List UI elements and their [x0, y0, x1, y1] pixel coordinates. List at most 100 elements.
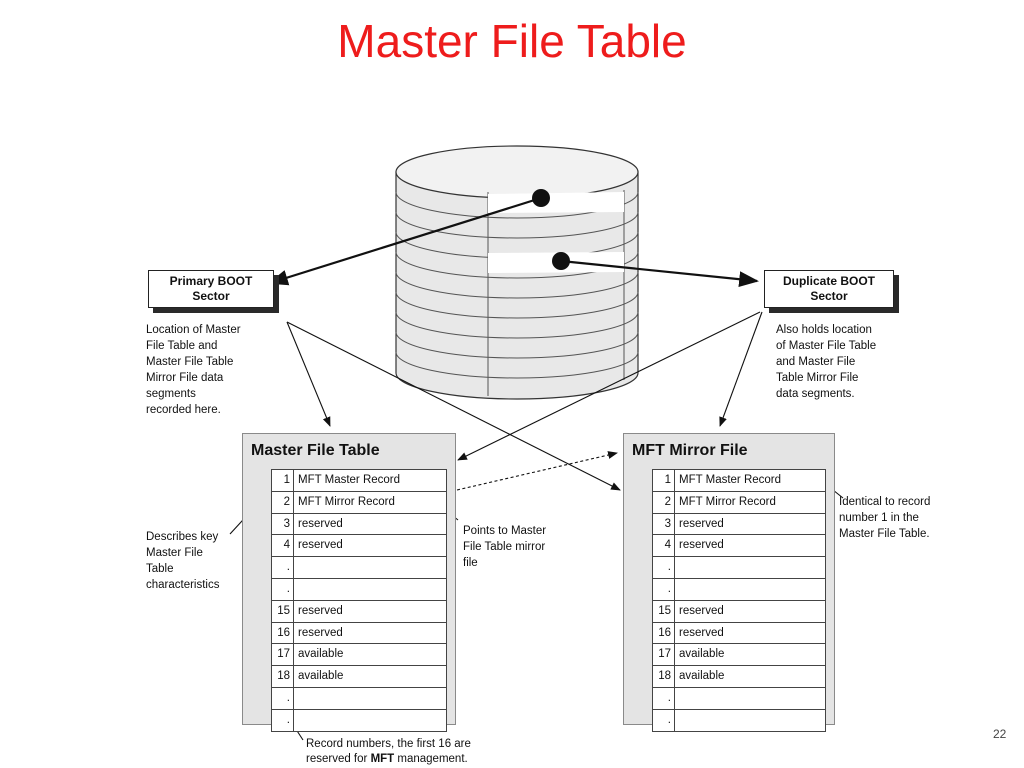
record-number: 1 [653, 470, 675, 491]
record-number: 2 [653, 491, 675, 513]
note-line: characteristics [146, 579, 220, 591]
record-number: . [653, 578, 675, 600]
record-label [675, 578, 826, 600]
record-number: . [272, 687, 294, 709]
record-number: . [272, 557, 294, 578]
mft-bold-text: MFT [370, 753, 395, 765]
note-line: File Table and [146, 340, 218, 352]
record-number: . [272, 709, 294, 731]
duplicate-boot-dot [552, 252, 570, 270]
record-label: available [675, 644, 826, 666]
record-label: MFT Mirror Record [294, 491, 447, 513]
table-row: . [272, 687, 447, 710]
record-label: reserved [675, 513, 826, 535]
record-number: 15 [272, 600, 294, 622]
record-number: 1 [272, 470, 294, 491]
record-label: available [294, 644, 447, 666]
record-number: 4 [272, 535, 294, 557]
table-row: . [272, 709, 447, 732]
record-label: reserved [294, 622, 447, 644]
note-line: segments [146, 388, 196, 400]
record-number: 18 [272, 666, 294, 687]
master-file-table-title: Master File Table [251, 442, 380, 459]
record-label: available [675, 666, 826, 687]
record-number: 4 [653, 535, 675, 557]
note-line: File Table mirror [463, 541, 546, 553]
note-line: number 1 in the [839, 512, 919, 524]
record-number: . [272, 578, 294, 600]
primary-boot-line-2: Sector [192, 289, 230, 303]
note-line: Location of Master [146, 324, 241, 336]
record-number: 2 [272, 491, 294, 513]
table-row: . [653, 578, 826, 601]
record-label [675, 687, 826, 709]
note-line: Master File Table. [839, 528, 930, 540]
duplicate-boot-line-2: Sector [810, 289, 848, 303]
record-number: 17 [272, 644, 294, 666]
note-line: Table Mirror File [776, 372, 859, 384]
disk-cylinder-icon [395, 145, 639, 400]
note-line: Describes key [146, 531, 219, 543]
boot-pointer-lines [268, 196, 759, 288]
mft-mirror-file-title: MFT Mirror File [632, 442, 748, 459]
page-number: 22 [993, 727, 1007, 741]
record-label: MFT Master Record [294, 470, 447, 491]
connector-arrows [229, 311, 844, 741]
primary-boot-note: Location of Master File Table and Master… [146, 322, 241, 418]
record-label: reserved [294, 513, 447, 535]
record-number: 17 [653, 644, 675, 666]
record-label: available [294, 666, 447, 687]
duplicate-boot-note: Also holds location of Master File Table… [776, 322, 876, 402]
note-line: data segments. [776, 388, 855, 400]
note-line: Master File [146, 547, 203, 559]
record-number: 16 [272, 622, 294, 644]
note-line: Record numbers, the first 16 are [306, 738, 471, 750]
primary-boot-dot [532, 189, 550, 207]
note-line: Master File Table [146, 356, 234, 368]
describes-note: Describes key Master File Table characte… [146, 529, 220, 593]
record-label: reserved [675, 600, 826, 622]
record-label [294, 578, 447, 600]
note-line: Also holds location [776, 324, 872, 336]
points-to-mirror-note: Points to Master File Table mirror file [463, 523, 546, 571]
primary-boot-sector-box: Primary BOOT Sector [148, 270, 274, 308]
record-number: 16 [653, 622, 675, 644]
note-line: Identical to record [839, 496, 931, 508]
note-line-2: reserved for MFT management. [306, 752, 471, 767]
record-number: . [653, 709, 675, 731]
table-row: . [653, 687, 826, 710]
note-text: reserved for [306, 753, 371, 765]
note-line: of Master File Table [776, 340, 877, 352]
record-label [675, 709, 826, 731]
record-label [675, 557, 826, 578]
duplicate-boot-line-1: Duplicate BOOT [782, 274, 875, 288]
record-label: reserved [675, 622, 826, 644]
note-line: Points to Master [463, 525, 547, 537]
record-number: . [653, 687, 675, 709]
duplicate-boot-sector-box: Duplicate BOOT Sector [764, 270, 894, 308]
note-line: file [463, 557, 478, 569]
identical-record-note: Identical to record number 1 in the Mast… [839, 494, 930, 542]
note-line: Mirror File data [146, 372, 224, 384]
record-label: MFT Mirror Record [675, 491, 826, 513]
record-number: 15 [653, 600, 675, 622]
note-line: recorded here. [146, 404, 221, 416]
